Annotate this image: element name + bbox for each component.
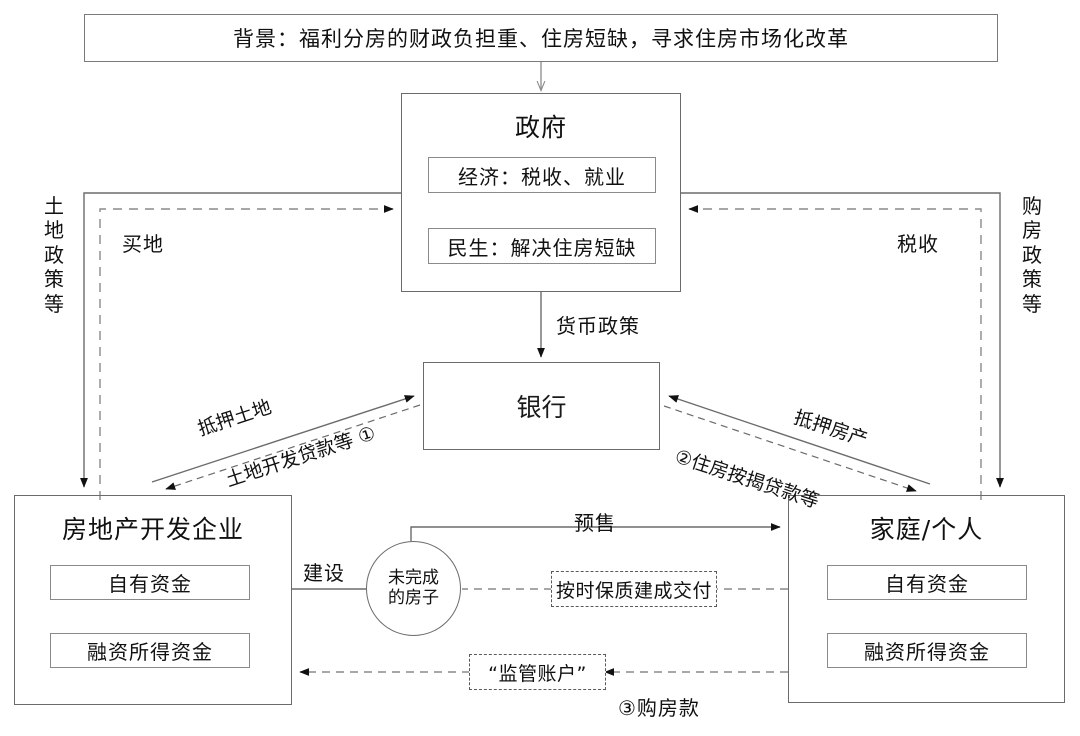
edge-presale-to-household — [410, 523, 781, 541]
edge-developer-to-bank-mortgage-land — [151, 395, 415, 483]
label-on-time-delivery: 按时保质建成交付 — [551, 571, 717, 607]
label-home-payment: ③购房款 — [618, 696, 700, 720]
developer-title: 房地产开发企业 — [61, 515, 244, 544]
label-buy-land: 买地 — [122, 232, 164, 256]
edge-developer-to-government-buy-land — [99, 205, 394, 500]
developer-item-financed-funds[interactable]: 融资所得资金 — [50, 633, 250, 668]
node-bank[interactable]: 银行 — [423, 362, 660, 450]
household-item-financed-funds[interactable]: 融资所得资金 — [827, 633, 1027, 668]
edge-bank-to-developer-land-dev-loan — [165, 404, 421, 490]
government-item-economy[interactable]: 经济：税收、就业 — [428, 157, 656, 193]
label-purchase-policy: 购房政策等 — [1022, 194, 1042, 316]
edge-government-to-developer-land-policy — [80, 192, 401, 488]
label-land-policy: 土地政策等 — [44, 194, 64, 316]
government-item-livelihood[interactable]: 民生：解决住房短缺 — [428, 228, 656, 264]
node-household[interactable]: 家庭/个人 自有资金 融资所得资金 — [788, 495, 1065, 703]
label-tax: 税收 — [897, 232, 939, 256]
government-title: 政府 — [514, 113, 567, 142]
edge-household-to-bank-mortgage-property — [668, 395, 931, 485]
node-unfinished-house[interactable]: 未完成的房子 — [366, 541, 461, 636]
unfinished-house-label: 未完成的房子 — [388, 568, 439, 608]
label-presale: 预售 — [574, 511, 616, 535]
edge-government-to-household-purchase-policy — [681, 192, 1004, 488]
household-item-own-funds[interactable]: 自有资金 — [827, 565, 1027, 600]
node-developer[interactable]: 房地产开发企业 自有资金 融资所得资金 — [14, 495, 292, 705]
household-title: 家庭/个人 — [869, 515, 984, 544]
edge-bank-to-household-housing-loan — [663, 405, 917, 492]
developer-item-own-funds[interactable]: 自有资金 — [50, 565, 250, 600]
banner-text: 背景：福利分房的财政负担重、住房短缺，寻求住房市场化改革 — [233, 27, 849, 51]
node-government[interactable]: 政府 经济：税收、就业 民生：解决住房短缺 — [401, 93, 681, 292]
background-banner: 背景：福利分房的财政负担重、住房短缺，寻求住房市场化改革 — [84, 14, 998, 62]
label-escrow-account: “监管账户” — [469, 654, 606, 690]
label-monetary-policy: 货币政策 — [556, 314, 640, 338]
bank-title: 银行 — [516, 393, 567, 422]
edge-household-to-government-tax — [688, 205, 982, 500]
label-construction: 建设 — [303, 561, 345, 585]
